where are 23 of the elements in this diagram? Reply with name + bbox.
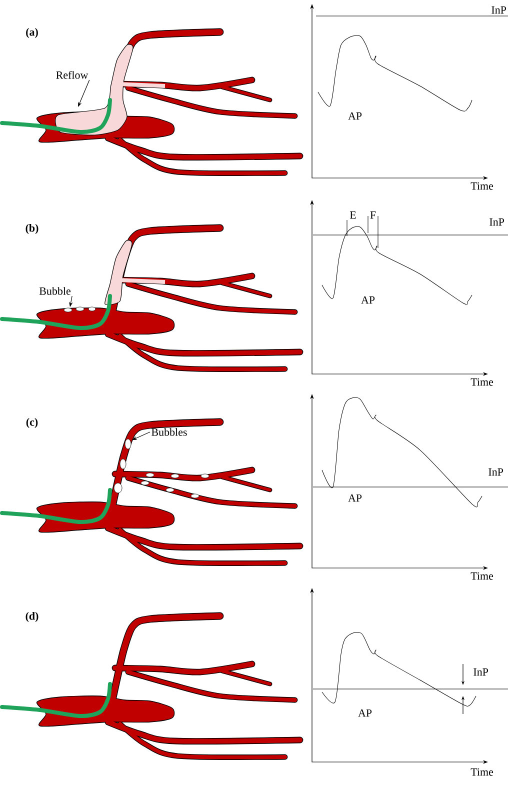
curve-label: AP xyxy=(358,709,372,717)
panel-label: (d) xyxy=(26,612,38,622)
panel-label: (a) xyxy=(26,28,38,38)
leader-line xyxy=(78,80,90,107)
callout-text: Bubbles xyxy=(152,428,187,436)
panel-label: (c) xyxy=(26,418,38,428)
axis-label: Time xyxy=(470,378,494,386)
axis-label: Time xyxy=(470,572,494,580)
pressure-label: InP xyxy=(492,6,506,14)
leader-line xyxy=(132,432,150,440)
axis-label: Time xyxy=(470,768,494,776)
event-label: F xyxy=(370,211,376,219)
pressure-label: InP xyxy=(490,218,504,226)
callout-text: Bubble xyxy=(39,287,70,295)
axis-label: Time xyxy=(470,182,494,190)
pressure-label: InP xyxy=(474,668,488,676)
callout-text: Reflow xyxy=(56,70,88,79)
panel-label: (b) xyxy=(26,224,38,234)
curve-label: AP xyxy=(348,112,362,120)
curve-label: AP xyxy=(348,494,362,502)
curve-label: AP xyxy=(361,296,375,304)
event-label: E xyxy=(350,211,356,219)
pressure-label: InP xyxy=(488,468,504,476)
